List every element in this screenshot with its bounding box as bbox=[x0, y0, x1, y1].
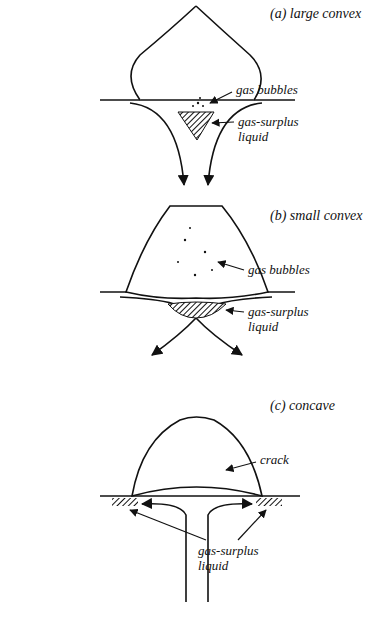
callout-label: gas-surplus liquid bbox=[248, 304, 328, 334]
callout-label: gas-surplus liquid bbox=[198, 543, 278, 573]
panel-title: (c) concave bbox=[270, 398, 335, 413]
callout-label: gas-surplus liquid bbox=[238, 114, 318, 144]
surface-line bbox=[100, 99, 295, 101]
gas-surplus-liquid-region bbox=[112, 498, 138, 506]
leader-line bbox=[226, 310, 244, 312]
gas-bubbles bbox=[177, 97, 213, 276]
leader-line bbox=[210, 92, 232, 103]
leader-line bbox=[130, 510, 206, 540]
callout-label: gas bubbles bbox=[236, 82, 298, 97]
concave-bump bbox=[132, 417, 262, 496]
small-convex-bump bbox=[126, 206, 268, 298]
callout-label: crack bbox=[260, 452, 289, 467]
surface-line bbox=[100, 495, 300, 497]
flow-line bbox=[130, 103, 184, 185]
callout-label: gas bubbles bbox=[248, 262, 310, 277]
gas-surplus-liquid-region bbox=[178, 112, 214, 140]
flow-line bbox=[142, 504, 186, 602]
panel-title: (a) large convex bbox=[270, 6, 361, 21]
leader-line bbox=[212, 122, 234, 123]
panel-title: (b) small convex bbox=[270, 208, 363, 223]
gas-surplus-liquid-region bbox=[168, 302, 226, 318]
gas-surplus-liquid-region bbox=[256, 498, 282, 506]
leader-line bbox=[226, 462, 256, 470]
leader-line bbox=[238, 510, 266, 540]
leader-line bbox=[218, 262, 244, 270]
